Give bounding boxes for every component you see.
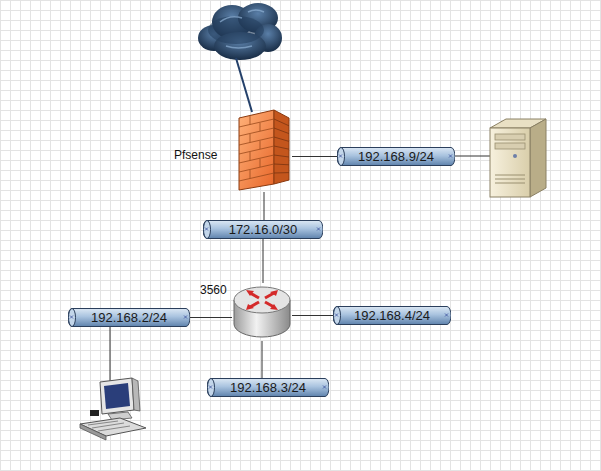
router-node: 3560 (196, 281, 294, 341)
router-icon (232, 283, 292, 341)
network-link (292, 315, 333, 316)
pc-icon (80, 378, 146, 440)
device-model: 3560 (200, 283, 227, 297)
internet-cloud (198, 3, 282, 60)
subnet-label: 192.168.3/24 (207, 378, 329, 397)
network-link (262, 341, 263, 378)
server-wire (455, 156, 490, 157)
network-band: 172.16.0/30 (203, 220, 323, 239)
network-link (190, 317, 232, 318)
network-band: 192.168.9/24 (337, 147, 455, 166)
subnet-label: 192.168.4/24 (333, 306, 451, 325)
network-band: 192.168.4/24 (333, 306, 451, 325)
pc-wire (110, 326, 111, 384)
subnet-label: 192.168.9/24 (337, 147, 455, 166)
network-band: 192.168.3/24 (207, 378, 329, 397)
network-band: 192.168.2/24 (68, 308, 190, 327)
network-link (292, 156, 337, 157)
firewall-node: Pfsense (170, 108, 292, 192)
server-icon (490, 119, 546, 197)
network-link (263, 239, 264, 283)
network-link (264, 192, 265, 220)
subnet-label: 172.16.0/30 (203, 220, 323, 239)
firewall-icon (236, 108, 292, 192)
uplink-line (236, 58, 252, 112)
device-name: Pfsense (174, 148, 217, 162)
subnet-label: 192.168.2/24 (68, 308, 190, 327)
